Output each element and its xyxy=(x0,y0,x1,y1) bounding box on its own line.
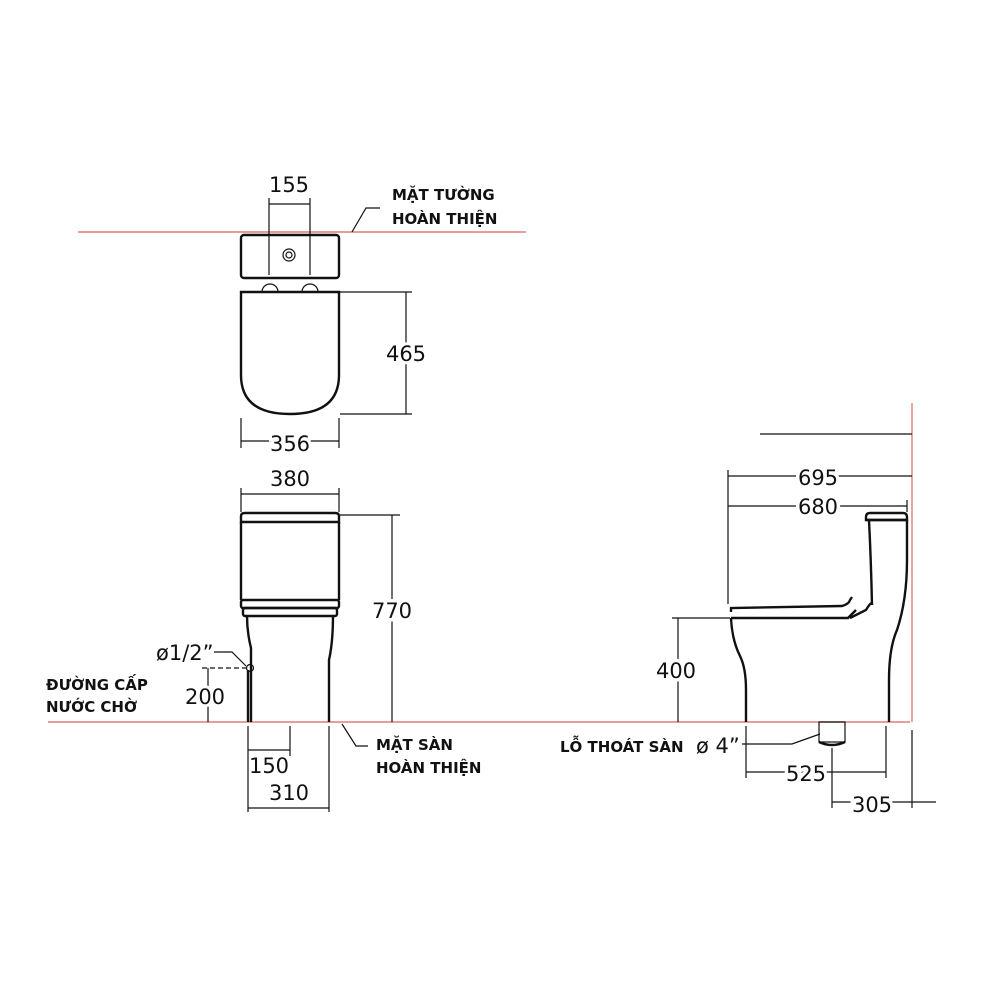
top-view: 155 465 356 MẶT TƯỜNG HOÀN THIỆN xyxy=(239,173,497,459)
top-view-tank xyxy=(239,233,341,280)
dim-155-text: 155 xyxy=(269,173,309,197)
wall-label-line2: HOÀN THIỆN xyxy=(392,208,497,228)
top-view-hinge-right xyxy=(301,283,319,293)
floor-label-leader xyxy=(341,723,368,747)
dim-525-text: 525 xyxy=(786,762,826,786)
dim-150-text: 150 xyxy=(249,754,289,778)
drain-label: LỖ THOÁT SÀN xyxy=(560,735,684,756)
front-view-lid-top xyxy=(239,511,341,524)
dim-400-text: 400 xyxy=(656,659,696,683)
supply-label-line1: ĐƯỜNG CẤP xyxy=(46,673,148,694)
side-view-drain-bottom xyxy=(818,740,846,747)
side-view-tank-lid xyxy=(864,511,909,522)
side-view-drain xyxy=(818,721,846,743)
side-view-seat-lower xyxy=(731,609,857,620)
side-view-seat xyxy=(729,596,853,612)
drain-label-leader xyxy=(742,733,821,745)
inlet-size-leader xyxy=(214,651,247,667)
side-view-body-back xyxy=(887,559,909,722)
front-view-pedestal-right xyxy=(327,615,335,722)
side-view-tank-front xyxy=(867,519,874,606)
dim-200-text: 200 xyxy=(185,685,225,709)
top-view-flush-button-outer xyxy=(282,248,296,262)
floor-label-line1: MẶT SÀN xyxy=(376,734,453,754)
front-view: 380 770 ø1/2” 200 ĐƯỜNG CẤP NƯỚC CHỜ 150… xyxy=(46,467,481,812)
dim-680-text: 680 xyxy=(798,495,838,519)
dim-380-text: 380 xyxy=(270,467,310,491)
wall-label-line1: MẶT TƯỜNG xyxy=(392,184,495,204)
dim-310-text: 310 xyxy=(269,781,309,805)
top-view-hinge-left xyxy=(261,283,279,293)
dim-465-text: 465 xyxy=(386,342,426,366)
floor-label-line2: HOÀN THIỆN xyxy=(376,757,481,777)
dim-305-text: 305 xyxy=(852,793,892,817)
dim-770-text: 770 xyxy=(372,599,412,623)
side-view-neck xyxy=(849,602,874,620)
side-view-body-front xyxy=(729,617,748,722)
front-view-seat-lower xyxy=(241,606,339,618)
inlet-size-text: ø1/2” xyxy=(156,641,214,665)
front-view-pedestal-left xyxy=(245,615,253,722)
top-view-flush-button-inner xyxy=(285,251,293,259)
dim-356-text: 356 xyxy=(270,432,310,456)
wall-label-leader xyxy=(351,207,380,233)
drain-size-text: ø 4” xyxy=(696,734,740,758)
supply-label-line2: NƯỚC CHỜ xyxy=(46,697,137,716)
top-view-bowl xyxy=(239,290,341,416)
side-view: 695 680 400 LỖ THOÁT SÀN ø 4” 525 305 xyxy=(560,433,936,821)
front-view-inlet xyxy=(245,663,255,673)
dim-695-text: 695 xyxy=(798,466,838,490)
